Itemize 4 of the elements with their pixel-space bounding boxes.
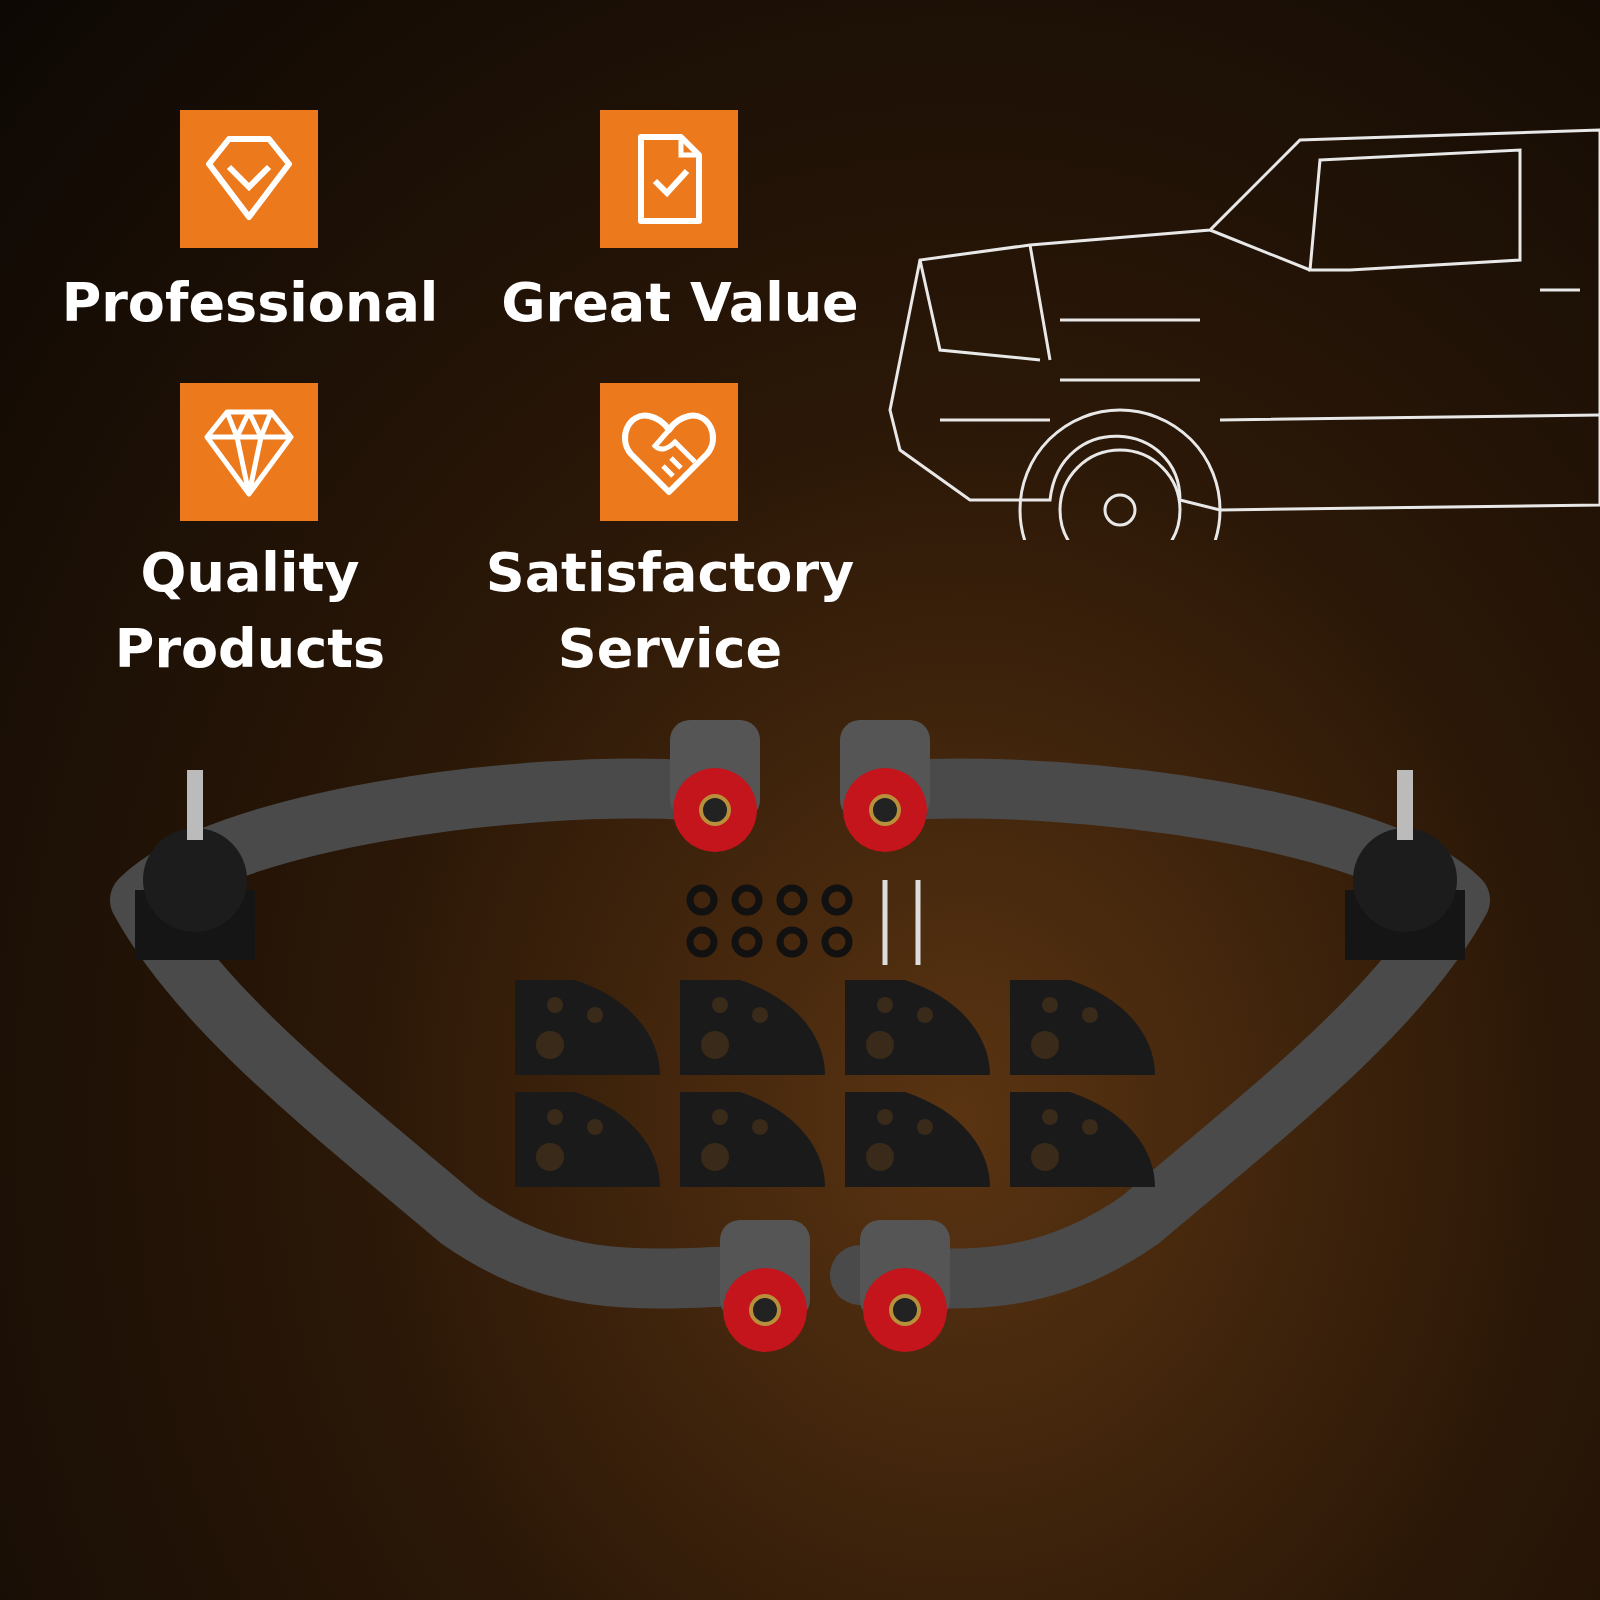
feature-label: Quality Products bbox=[113, 540, 387, 682]
feature-label: Professional bbox=[60, 270, 440, 336]
feature-label: Great Value bbox=[500, 270, 860, 336]
feature-label: Satisfactory Service bbox=[484, 540, 856, 682]
